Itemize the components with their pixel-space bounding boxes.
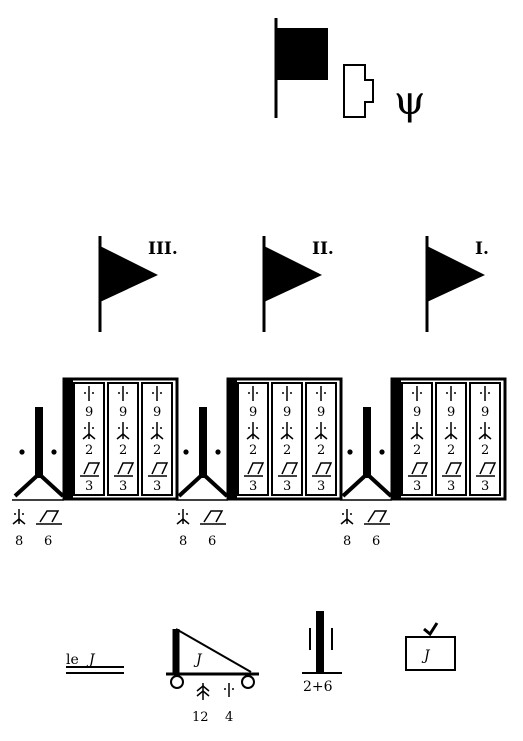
company-column: 9 2 3	[469, 382, 501, 496]
gun-icon	[224, 683, 234, 697]
mortar-count: 3	[413, 479, 421, 494]
company-column: 9 2 3	[237, 382, 269, 496]
command-flag-icon	[274, 18, 328, 118]
gun-count: 8	[15, 534, 23, 549]
mortar-count: 3	[317, 479, 325, 494]
le-symbol-group: le J	[66, 652, 124, 674]
mortar-count: 3	[283, 479, 291, 494]
gun-crew-icon	[340, 509, 354, 525]
rifle-count: 9	[447, 405, 455, 420]
companies-block: 9 2 3 9 2 3 9 2 3	[62, 377, 179, 501]
battalion-group: 8 6 9 2 3 9 2 3 9 2 3	[340, 377, 507, 549]
mg-count: 2	[85, 443, 93, 458]
mg-count: 2	[153, 443, 161, 458]
box-symbol-group: J	[405, 622, 456, 671]
artillery-icon	[176, 407, 229, 501]
mortar-icon	[411, 462, 429, 475]
support-count: 6	[208, 534, 216, 549]
battalion-label: I.	[475, 239, 489, 259]
battalion-label: II.	[312, 239, 334, 259]
battalion-group: 8 6 9 2 3 9 2 3 9 2 3	[176, 377, 343, 549]
support-icon	[36, 510, 62, 525]
artillery-icon	[340, 407, 393, 501]
battalion-group: 8 6 9 2 3 9 2 3 9 2 3	[12, 377, 179, 549]
company-column: 9 2 3	[271, 382, 303, 496]
companies-block: 9 2 3 9 2 3 9 2 3	[390, 377, 507, 501]
rifle-count: 9	[85, 405, 93, 420]
gun-count: 8	[179, 534, 187, 549]
rifle-count: 9	[153, 405, 161, 420]
mortar-icon	[83, 462, 101, 475]
mortar-icon	[151, 462, 169, 475]
support-count: 6	[372, 534, 380, 549]
le-symbol: J	[86, 652, 96, 668]
gun-crew-icon	[176, 509, 190, 525]
rifle-count: 9	[119, 405, 127, 420]
battalion-flags: III. II. I.	[98, 236, 489, 332]
unit-emblem-icon	[343, 64, 374, 118]
mg-count: 2	[283, 443, 291, 458]
mortar-count: 3	[153, 479, 161, 494]
rifle-count: 9	[317, 405, 325, 420]
mortar-icon	[445, 462, 463, 475]
mortar-icon	[247, 462, 265, 475]
company-column: 9 2 3	[305, 382, 337, 496]
mg-count: 2	[481, 443, 489, 458]
anti-tank-icon	[196, 683, 210, 700]
mortar-icon	[281, 462, 299, 475]
hq-group: ψ	[274, 18, 425, 124]
rifle-count: 9	[413, 405, 421, 420]
column-label: 2+6	[303, 679, 333, 695]
battalion-groups: 8 6 9 2 3 9 2 3 9 2 3 8 6 9 2 3 9 2 3 9 2 3 8 6 9 2 3 9 2 3 9 2 3	[12, 377, 507, 549]
gun-count: 8	[343, 534, 351, 549]
support-icon	[364, 510, 390, 525]
mortar-count: 3	[85, 479, 93, 494]
box-symbol: J	[421, 648, 431, 664]
mortar-count: 3	[249, 479, 257, 494]
rifle-count: 9	[249, 405, 257, 420]
mortar-count: 3	[447, 479, 455, 494]
column-symbol-group: 2+6	[302, 611, 342, 695]
triangle-right-count: 4	[225, 710, 233, 725]
artillery-icon	[12, 407, 65, 501]
gun-crew-icon	[12, 509, 26, 525]
mg-count: 2	[317, 443, 325, 458]
triangle-symbol: J	[193, 652, 203, 668]
mortar-icon	[479, 462, 497, 475]
companies-block: 9 2 3 9 2 3 9 2 3	[226, 377, 343, 501]
battalion-flag-icon: III.	[98, 236, 178, 332]
mg-count: 2	[413, 443, 421, 458]
support-count: 6	[44, 534, 52, 549]
battalion-label: III.	[148, 239, 178, 259]
rifle-count: 9	[283, 405, 291, 420]
mg-count: 2	[447, 443, 455, 458]
rifle-count: 9	[481, 405, 489, 420]
mortar-count: 3	[119, 479, 127, 494]
le-label: le	[66, 652, 79, 668]
triangle-left-count: 12	[192, 710, 209, 725]
triangle-vehicle-icon: J 12 4	[166, 628, 259, 725]
battalion-flag-icon: II.	[262, 236, 334, 332]
company-column: 9 2 3	[401, 382, 433, 496]
company-column: 9 2 3	[107, 382, 139, 496]
mortar-icon	[117, 462, 135, 475]
support-icon	[200, 510, 226, 525]
company-column: 9 2 3	[73, 382, 105, 496]
battalion-flag-icon: I.	[425, 236, 489, 332]
mortar-icon	[315, 462, 333, 475]
company-column: 9 2 3	[141, 382, 173, 496]
company-column: 9 2 3	[435, 382, 467, 496]
trident-icon: ψ	[394, 78, 425, 124]
mg-count: 2	[249, 443, 257, 458]
mg-count: 2	[119, 443, 127, 458]
mortar-count: 3	[481, 479, 489, 494]
